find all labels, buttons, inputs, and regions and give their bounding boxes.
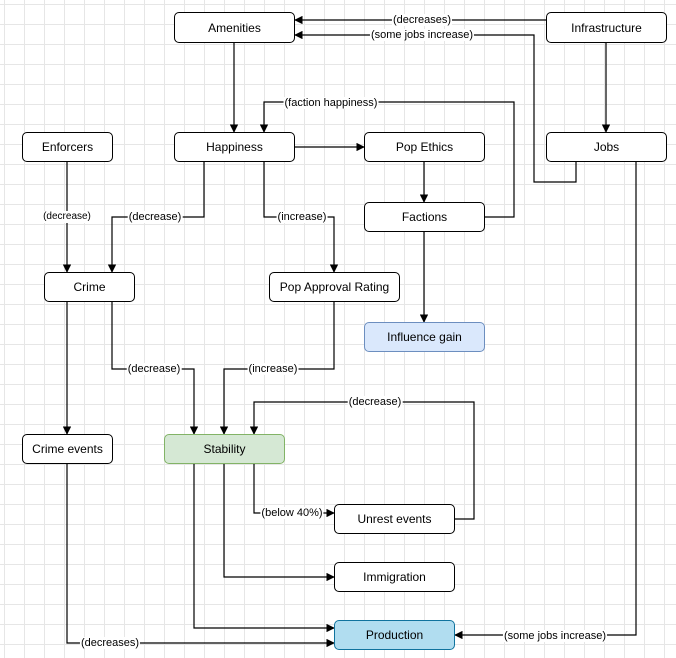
edge-label-crime-events-production: (decreases) [79,637,141,649]
edge-label-happiness-approval: (increase) [276,211,328,223]
edge-stability-production [193,464,335,633]
node-enforcers[interactable]: Enforcers [22,132,113,162]
node-immigration[interactable]: Immigration [334,562,455,592]
edge-stability-immigration [223,464,335,582]
edge-label-jobs-production: (some jobs increase) [502,630,608,642]
edge-unrest-stability [249,401,475,520]
node-influence-gain[interactable]: Influence gain [364,322,485,352]
edge-label-jobs-amenities: (some jobs increase) [369,29,475,41]
edge-label-faction-happiness: (faction happiness) [283,97,379,109]
edge-label-happiness-crime: (decrease) [127,211,183,223]
node-amenities[interactable]: Amenities [174,12,295,43]
edge-label-crime-stability: (decrease) [126,363,182,375]
edge-label-infrastructure-amenities: (decreases) [391,14,453,26]
edge-label-stability-unrest: (below 40%) [260,507,324,519]
edge-label-enforcers-crime: (decrease) [42,211,92,223]
node-crime-events[interactable]: Crime events [22,434,113,464]
node-infrastructure[interactable]: Infrastructure [546,12,667,43]
node-pop-approval-rating[interactable]: Pop Approval Rating [269,272,400,302]
node-factions[interactable]: Factions [364,202,485,232]
node-happiness[interactable]: Happiness [174,132,295,162]
node-stability[interactable]: Stability [164,434,285,464]
edge-label-unrest-stability: (decrease) [347,396,403,408]
edge-crime-events-production [66,464,335,648]
edge-jobs-production [454,162,637,640]
edge-stability-unrest [253,464,335,518]
node-production[interactable]: Production [334,620,455,650]
node-unrest-events[interactable]: Unrest events [334,504,455,534]
node-crime[interactable]: Crime [44,272,135,302]
node-pop-ethics[interactable]: Pop Ethics [364,132,485,162]
edge-factions-happiness [259,101,515,218]
node-jobs[interactable]: Jobs [546,132,667,162]
edge-label-approval-stability: (increase) [247,363,299,375]
